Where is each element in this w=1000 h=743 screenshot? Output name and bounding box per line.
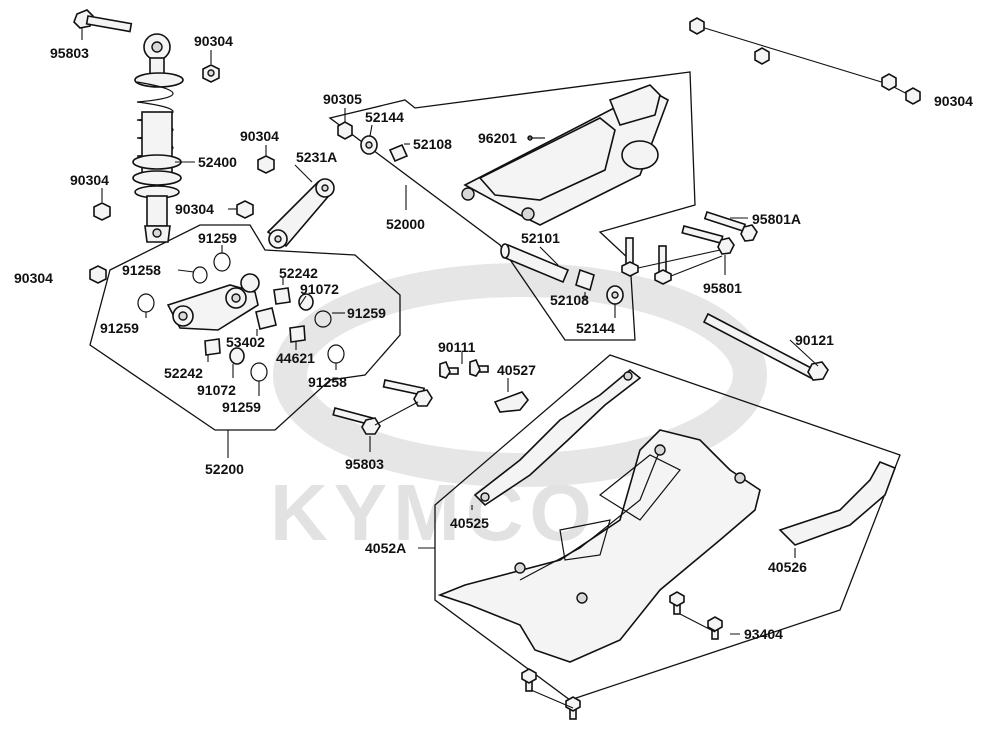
bolts-90111 xyxy=(439,359,489,379)
label-52242-b: 52242 xyxy=(164,365,203,381)
bearing-91072-b xyxy=(229,347,245,365)
label-91259-a: 91259 xyxy=(198,230,237,246)
label-90304-a: 90304 xyxy=(194,33,233,49)
group-outline-4052A xyxy=(434,354,901,701)
bearing-91072-a xyxy=(298,293,314,311)
label-95803-lower: 95803 xyxy=(345,456,384,472)
label-91072-b: 91072 xyxy=(197,382,236,398)
label-91259-b: 91259 xyxy=(347,305,386,321)
swing-arm-52000 xyxy=(461,84,669,226)
label-90304-e: 90304 xyxy=(14,270,53,286)
label-90305: 90305 xyxy=(323,91,362,107)
shock-absorber-52400 xyxy=(132,33,184,243)
washer-91259-d xyxy=(250,362,268,382)
bolt-95803-top xyxy=(73,9,133,33)
bolts-95803-lower xyxy=(332,379,433,435)
label-95801A: 95801A xyxy=(752,211,801,227)
washer-91259-a xyxy=(213,252,231,272)
washer-91258-b xyxy=(327,344,345,364)
nut-90304-a xyxy=(202,64,220,83)
label-90304-b: 90304 xyxy=(240,128,279,144)
long-bolt-90121 xyxy=(702,312,829,381)
label-91259-d: 91259 xyxy=(222,399,261,415)
label-91258-a: 91258 xyxy=(122,262,161,278)
bushing-44621 xyxy=(289,325,306,343)
label-95803-top: 95803 xyxy=(50,45,89,61)
label-90121: 90121 xyxy=(795,332,834,348)
label-96201: 96201 xyxy=(478,130,517,146)
watermark-text: KYMCO xyxy=(270,468,598,557)
under-cover-4052A xyxy=(437,429,761,663)
bolt-95801A xyxy=(703,210,758,242)
label-52200: 52200 xyxy=(205,461,244,477)
bushing-52242-a xyxy=(273,287,291,305)
label-4052A: 4052A xyxy=(365,540,406,556)
label-53402: 53402 xyxy=(226,334,265,350)
bolts-pair-95801 xyxy=(621,237,723,285)
label-93404: 93404 xyxy=(744,626,783,642)
bushing-52144-a xyxy=(360,135,378,155)
label-44621: 44621 xyxy=(276,350,315,366)
nut-90305 xyxy=(337,121,353,140)
leader-lines xyxy=(81,28,819,709)
collar-52108-a xyxy=(388,143,409,163)
nut-90304-c xyxy=(93,202,111,221)
label-52000: 52000 xyxy=(386,216,425,232)
bolt-95801 xyxy=(681,225,735,255)
support-bracket-40525 xyxy=(473,368,642,507)
link-rod-5231A xyxy=(266,178,335,249)
group-outline-52200 xyxy=(89,224,401,431)
label-90304-f: 90304 xyxy=(934,93,973,109)
label-52101: 52101 xyxy=(521,230,560,246)
label-90304-d: 90304 xyxy=(175,201,214,217)
label-90304-c: 90304 xyxy=(70,172,109,188)
sleeve-53402 xyxy=(255,307,277,330)
nut-chain-90304 xyxy=(689,17,921,105)
label-91259-c: 91259 xyxy=(100,320,139,336)
nut-90304-e xyxy=(89,265,107,284)
label-52108-b: 52108 xyxy=(550,292,589,308)
axle-52101 xyxy=(500,243,570,284)
label-52144-b: 52144 xyxy=(576,320,615,336)
washer-91259-c xyxy=(314,310,332,328)
label-52108-a: 52108 xyxy=(413,136,452,152)
label-40527: 40527 xyxy=(497,362,536,378)
group-outline-52000 xyxy=(328,71,696,341)
label-52144-a: 52144 xyxy=(365,109,404,125)
washer-91259-b xyxy=(137,293,155,313)
label-52400: 52400 xyxy=(198,154,237,170)
nut-90304-d xyxy=(236,200,254,219)
rocker-link-52200 xyxy=(166,273,260,331)
nut-90304-b xyxy=(257,155,275,174)
label-91072-a: 91072 xyxy=(300,281,339,297)
label-40526: 40526 xyxy=(768,559,807,575)
part-labels: 95803 90304 52400 90304 90304 90304 9030… xyxy=(14,33,973,642)
bracket-40527 xyxy=(493,391,530,413)
label-95801: 95801 xyxy=(703,280,742,296)
bushing-52144-b xyxy=(606,285,624,305)
label-5231A: 5231A xyxy=(296,149,337,165)
washer-91258-a xyxy=(192,266,208,284)
label-90111: 90111 xyxy=(438,339,476,355)
label-91258-b: 91258 xyxy=(308,374,347,390)
label-52242-a: 52242 xyxy=(279,265,318,281)
label-40525: 40525 xyxy=(450,515,489,531)
collar-52108-b xyxy=(575,268,595,292)
support-bracket-40526 xyxy=(778,460,897,546)
bushing-52242-b xyxy=(204,338,221,356)
